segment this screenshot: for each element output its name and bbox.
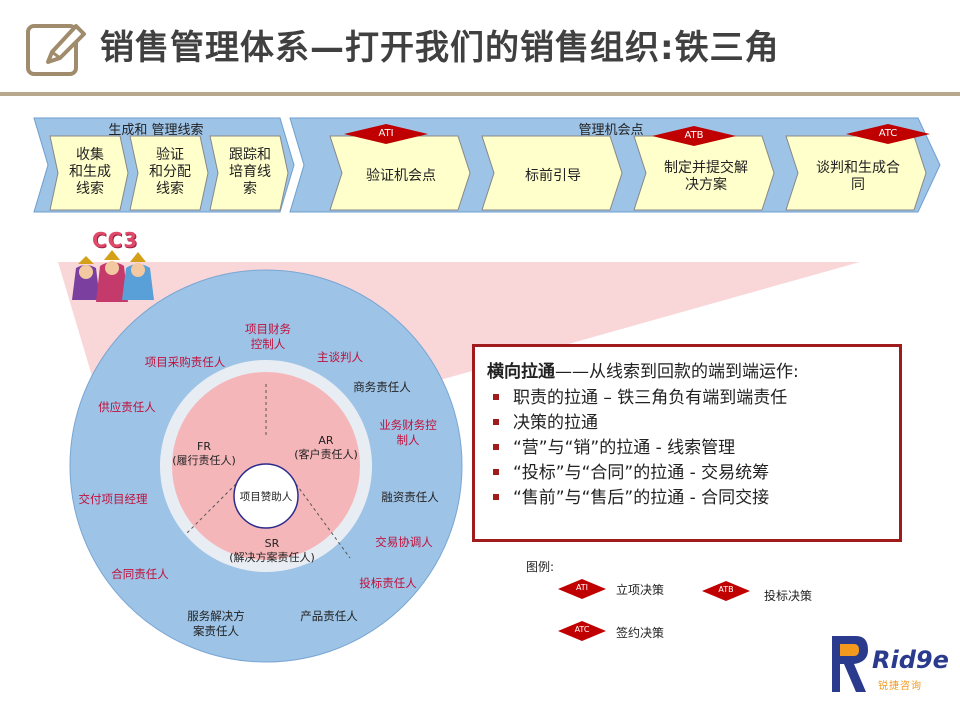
- brand-subtitle: 锐捷咨询: [878, 681, 922, 692]
- brand-name: Rid9e: [872, 646, 949, 674]
- role-project-sponsor: 项目赞助人: [239, 491, 293, 503]
- three-kings-icon: [72, 250, 154, 302]
- role-delivery-project-manager: 交付项目经理: [78, 492, 148, 506]
- info-bullet-list: 职责的拉通 – 铁三角负有端到端责任 决策的拉通 “营”与“销”的拉通 - 线索…: [487, 386, 889, 511]
- step-chevron-5: [481, 135, 623, 211]
- step-label-pre-bid: 标前引导: [525, 168, 581, 184]
- list-item: 职责的拉通 – 铁三角负有端到端责任: [487, 386, 889, 411]
- legend-text-atb: 投标决策: [764, 589, 813, 603]
- bullet-icon: [493, 468, 499, 475]
- list-item: “投标”与“合同”的拉通 - 交易统筹: [487, 461, 889, 486]
- role-financing-owner: 融资责任人: [381, 490, 439, 504]
- legend-atb-diamond: [702, 581, 750, 601]
- sales-process-flow: [33, 117, 941, 213]
- role-project-finance-controller: 项目财务 控制人: [245, 322, 291, 351]
- role-service-solution-owner: 服务解决方 案责任人: [187, 609, 245, 638]
- legend-diamonds: [558, 579, 750, 641]
- ati-decision-diamond: [344, 124, 428, 144]
- pencil-square-icon: [26, 24, 86, 76]
- role-procurement-owner: 项目采购责任人: [144, 355, 226, 369]
- group-label-leads: 生成和 管理线索: [108, 123, 204, 138]
- list-item: 决策的拉通: [487, 411, 889, 436]
- role-product-owner: 产品责任人: [300, 609, 358, 623]
- legend-atc-diamond: [558, 621, 606, 641]
- decision-label-atb: ATB: [684, 130, 704, 141]
- bullet-icon: [493, 393, 499, 400]
- legend-ati-diamond: [558, 579, 606, 599]
- atc-decision-diamond: [846, 124, 930, 144]
- bullet-icon: [493, 493, 499, 500]
- step-chevron-3: [209, 135, 289, 211]
- atb-decision-diamond: [652, 126, 736, 146]
- step-chevron-6: [633, 135, 775, 211]
- legend-text-atc: 签约决策: [616, 626, 665, 640]
- step-label-solution: 制定并提交解 决方案: [664, 160, 748, 193]
- horizontal-integration-box: 横向拉通——从线索到回款的端到端运作: 职责的拉通 – 铁三角负有端到端责任 决…: [472, 344, 902, 542]
- role-chief-negotiator: 主谈判人: [317, 350, 363, 364]
- decision-label-ati: ATI: [378, 128, 394, 139]
- role-business-finance-controller: 业务财务控 制人: [379, 418, 437, 447]
- step-label-collect: 收集 和生成 线索: [69, 147, 111, 197]
- step-chevron-2: [129, 135, 209, 211]
- step-chevron-4: [329, 135, 471, 211]
- step-label-negotiate: 谈判和生成合 同: [816, 160, 900, 193]
- cc3-diagram: [58, 250, 860, 663]
- legend-code-ati: ATI: [575, 583, 589, 592]
- role-fr: FR (履行责任人): [172, 440, 236, 467]
- role-contract-owner: 合同责任人: [111, 567, 169, 581]
- step-chevron-1: [49, 135, 129, 211]
- legend-title: 图例:: [526, 560, 555, 574]
- group-label-opportunity: 管理机会点: [578, 123, 644, 138]
- decision-label-atc: ATC: [878, 128, 898, 139]
- role-sr: SR (解决方案责任人): [229, 537, 315, 564]
- cc3-badge: CC3: [92, 228, 139, 252]
- list-item: “营”与“销”的拉通 - 线索管理: [487, 436, 889, 461]
- page-title: 销售管理体系—打开我们的销售组织:铁三角: [100, 28, 780, 68]
- info-heading-bold: 横向拉通: [487, 362, 555, 382]
- info-heading-rest: ——从线索到回款的端到端运作:: [555, 362, 799, 382]
- bullet-icon: [493, 418, 499, 425]
- step-label-validate-opportunity: 验证机会点: [366, 168, 436, 184]
- role-ar: AR (客户责任人): [294, 434, 358, 461]
- role-deal-coordinator: 交易协调人: [375, 535, 433, 549]
- legend-text-ati: 立项决策: [616, 583, 665, 597]
- legend-code-atc: ATC: [574, 625, 590, 634]
- info-heading: 横向拉通——从线索到回款的端到端运作:: [487, 357, 889, 382]
- role-business-owner: 商务责任人: [353, 380, 411, 394]
- list-item: “售前”与“售后”的拉通 - 合同交接: [487, 486, 889, 511]
- step-label-track-nurture: 跟踪和 培育线 索: [229, 147, 271, 197]
- ridge-logo-icon: [832, 636, 868, 692]
- role-supply-owner: 供应责任人: [98, 400, 156, 414]
- bullet-icon: [493, 443, 499, 450]
- role-bid-owner: 投标责任人: [359, 576, 417, 590]
- step-label-validate-assign: 验证 和分配 线索: [149, 147, 191, 197]
- title-divider: [0, 92, 960, 96]
- sponsor-circle: [233, 463, 299, 529]
- legend-code-atb: ATB: [718, 585, 734, 594]
